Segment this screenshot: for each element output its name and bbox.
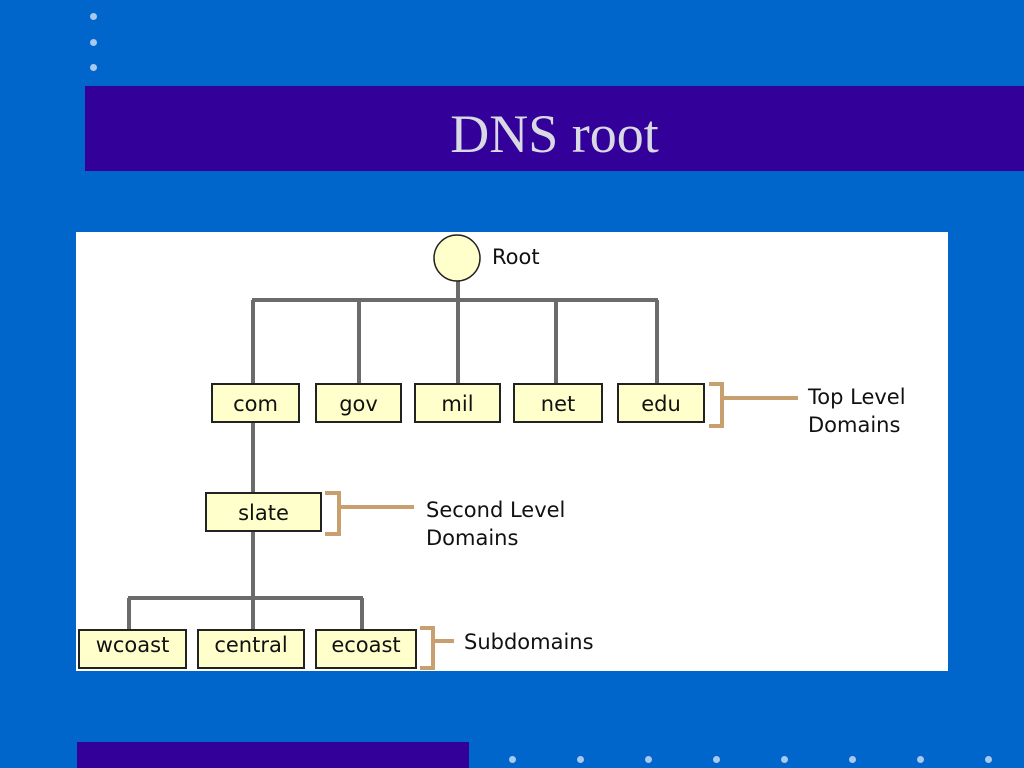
node-edu	[617, 383, 705, 423]
node-label-slate: slate	[238, 501, 289, 525]
node-label-ecoast: ecoast	[331, 633, 400, 657]
decorative-dot	[645, 756, 652, 763]
root-label: Root	[492, 245, 540, 269]
decorative-dot	[90, 64, 97, 71]
node-central	[197, 629, 305, 669]
footer-band	[77, 742, 469, 768]
node-label-net: net	[541, 392, 575, 416]
node-slate	[205, 492, 322, 532]
decorative-dot	[985, 756, 992, 763]
decorative-dot	[509, 756, 516, 763]
decorative-dot	[90, 13, 97, 20]
node-ecoast	[315, 629, 417, 669]
decorative-dot	[849, 756, 856, 763]
annotation-brackets	[325, 382, 798, 670]
node-mil	[414, 383, 501, 423]
decorative-dot	[713, 756, 720, 763]
node-label-edu: edu	[641, 392, 681, 416]
decorative-dot	[781, 756, 788, 763]
decorative-dot	[90, 39, 97, 46]
node-label-wcoast: wcoast	[96, 633, 170, 657]
node-gov	[315, 383, 402, 423]
annotation-top-level-line2: Domains	[808, 413, 900, 437]
diagram-canvas: Root com gov mil net edu slate wcoas	[78, 234, 906, 670]
decorative-dot	[577, 756, 584, 763]
top-level-bracket	[709, 382, 724, 428]
node-label-com: com	[233, 392, 278, 416]
top-level-domains: com gov mil net edu	[211, 383, 705, 423]
node-com	[211, 383, 300, 423]
node-wcoast	[78, 629, 187, 669]
annotation-second-level-line1: Second Level	[426, 498, 565, 522]
node-label-gov: gov	[339, 392, 378, 416]
annotation-top-level-line1: Top Level	[807, 385, 906, 409]
tree-connectors	[127, 281, 659, 631]
second-level-bracket	[325, 491, 341, 536]
node-net	[513, 383, 603, 423]
subdomain-bracket	[420, 626, 435, 670]
node-label-central: central	[214, 633, 287, 657]
annotation-subdomains: Subdomains	[464, 630, 594, 654]
title-band: DNS root	[85, 86, 1024, 171]
decorative-dot	[917, 756, 924, 763]
node-label-mil: mil	[441, 392, 473, 416]
slide-title: DNS root	[450, 104, 659, 164]
annotation-second-level-line2: Domains	[426, 526, 518, 550]
subdomain-nodes: wcoast central ecoast	[78, 629, 417, 669]
dns-hierarchy-diagram: Root com gov mil net edu slate wcoas	[76, 232, 948, 671]
root-node	[433, 234, 481, 282]
